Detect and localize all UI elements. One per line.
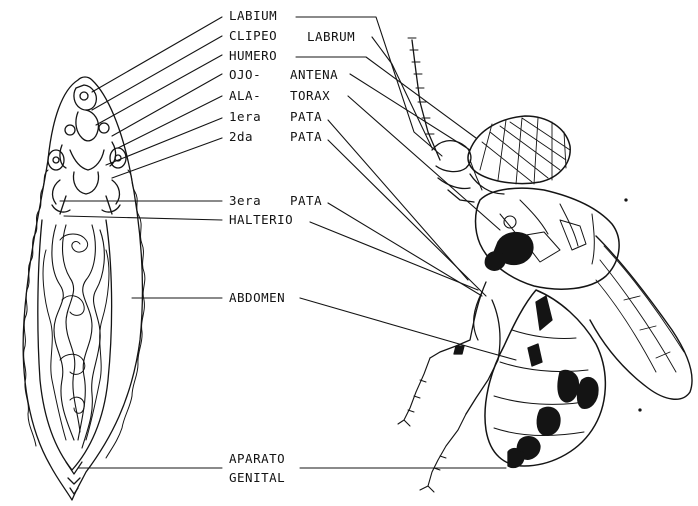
leader-lines bbox=[60, 17, 516, 468]
label-ojo: OJO- bbox=[229, 68, 261, 82]
label-clipeo: CLIPEO bbox=[229, 29, 277, 43]
label-halterio: HALTERIO bbox=[229, 213, 293, 227]
pupa-drawing bbox=[23, 77, 145, 500]
label-pata3-num: 3era bbox=[229, 194, 261, 208]
label-pata3: PATA bbox=[290, 194, 322, 208]
fly-drawing bbox=[398, 38, 692, 492]
label-labium: LABIUM bbox=[229, 9, 277, 23]
label-pata2-num: 2da bbox=[229, 130, 253, 144]
label-pata1: PATA bbox=[290, 110, 322, 124]
label-pata2: PATA bbox=[290, 130, 322, 144]
label-ala: ALA- bbox=[229, 89, 261, 103]
label-aparato: APARATO bbox=[229, 452, 285, 466]
label-labrum: LABRUM bbox=[307, 30, 355, 44]
label-pata1-num: 1era bbox=[229, 110, 261, 124]
label-genital: GENITAL bbox=[229, 471, 285, 485]
label-abdomen: ABDOMEN bbox=[229, 291, 285, 305]
label-torax: TORAX bbox=[290, 89, 330, 103]
label-humero: HUMERO bbox=[229, 49, 277, 63]
label-antena: ANTENA bbox=[290, 68, 338, 82]
